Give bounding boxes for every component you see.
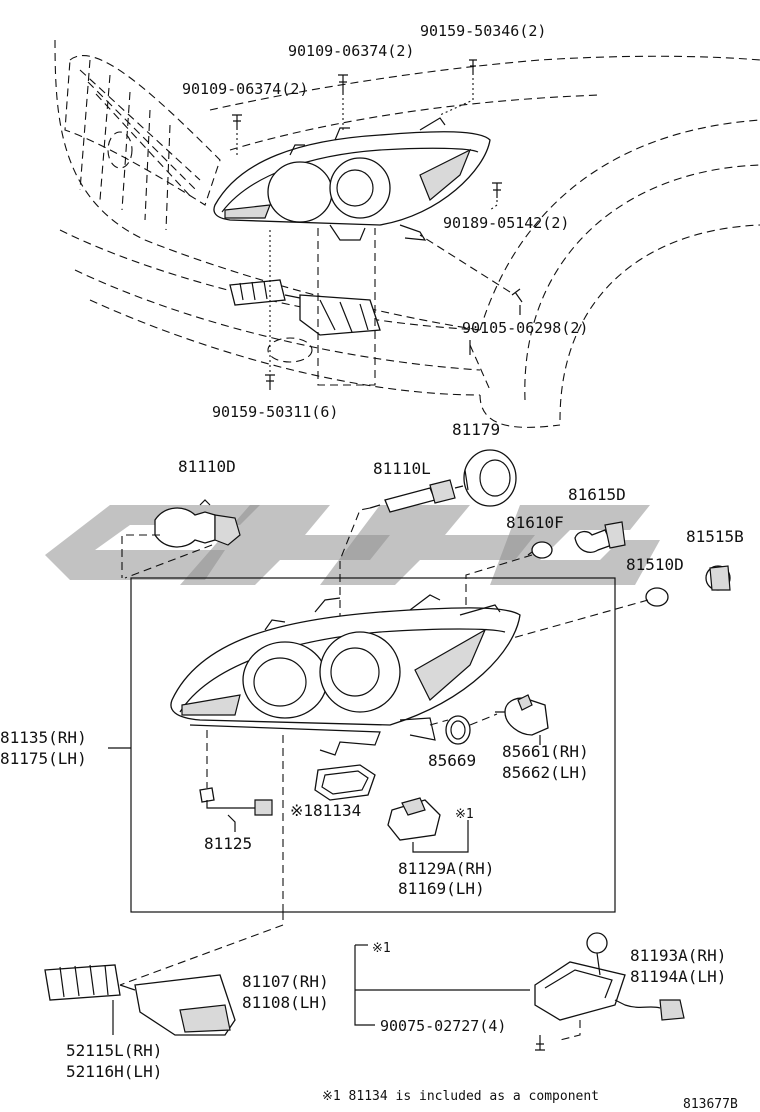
part-label-81179: 81179 xyxy=(452,420,500,439)
vehicle-front-outline xyxy=(54,39,760,428)
part-label-81169: 81169(LH) xyxy=(398,879,485,898)
part-label-81610F: 81610F xyxy=(506,513,564,532)
bolt-icon-90075 xyxy=(535,1035,545,1051)
bulb-81110L xyxy=(369,479,464,513)
sensor-81125 xyxy=(199,787,273,816)
ballast-81129A xyxy=(387,797,441,841)
part-label-81129A: 81129A(RH) xyxy=(398,859,494,878)
part-label-81515B: 81515B xyxy=(686,527,744,546)
part-label-81615D: 81615D xyxy=(568,485,626,504)
ballast-81193A xyxy=(534,932,685,1041)
part-label-81134: ※181134 xyxy=(290,801,361,820)
leader-box-to-connector xyxy=(119,912,284,986)
part-label-81108: 81108(LH) xyxy=(242,993,329,1012)
diagram-id: 813677B xyxy=(683,1097,738,1112)
bolt-label-90105-06298: 90105-06298(2) xyxy=(462,319,588,337)
part-label-81194A: 81194A(LH) xyxy=(630,967,726,986)
bolt-label-90109-06374-b: 90109-06374(2) xyxy=(182,80,308,98)
bulb-81610F xyxy=(527,541,553,559)
gasket-85669 xyxy=(445,715,471,745)
headlamp-installed xyxy=(213,117,491,241)
bolt-label-90109-06374-a: 90109-06374(2) xyxy=(288,42,414,60)
bulb-81110D xyxy=(154,499,241,548)
bolt-label-90159-50346: 90159-50346(2) xyxy=(420,22,546,40)
bolt-label-90189-05142: 90189-05142(2) xyxy=(443,214,569,232)
part-label-85661: 85661(RH) xyxy=(502,742,589,761)
part-label-52116H: 52116H(LH) xyxy=(66,1062,162,1081)
socket-81179 xyxy=(463,449,517,507)
socket-81515B xyxy=(705,565,731,591)
assembly-box xyxy=(130,577,616,913)
bolt-label-90159-50311: 90159-50311(6) xyxy=(212,403,338,421)
leader-81110D xyxy=(121,534,160,578)
connector-lower xyxy=(44,964,236,1036)
bolt-label-90075-02727: 90075-02727(4) xyxy=(380,1017,506,1035)
part-label-81175: 81175(LH) xyxy=(0,749,87,768)
footnote-mark-1b: ※1 xyxy=(372,941,391,956)
headlamp-assembly xyxy=(170,594,521,756)
part-label-81110D: 81110D xyxy=(178,457,236,476)
bulb-81615D xyxy=(574,521,626,553)
footnote-mark-1a: ※1 xyxy=(455,807,474,822)
part-label-81193A: 81193A(RH) xyxy=(630,946,726,965)
part-label-52115L: 52115L(RH) xyxy=(66,1041,162,1060)
part-label-85662: 85662(LH) xyxy=(502,763,589,782)
bulb-81510D xyxy=(645,587,669,607)
part-label-81107: 81107(RH) xyxy=(242,972,329,991)
part-label-81510D: 81510D xyxy=(626,555,684,574)
part-label-81110L: 81110L xyxy=(373,459,431,478)
part-label-81135: 81135(RH) xyxy=(0,728,87,747)
bolt-icons-upper xyxy=(232,59,523,390)
part-label-81125: 81125 xyxy=(204,834,252,853)
part-label-85669: 85669 xyxy=(428,751,476,770)
leader-lines-upper xyxy=(236,78,521,386)
motor-85661 xyxy=(495,694,549,745)
gasket-81134 xyxy=(314,764,376,801)
connector-upper xyxy=(229,279,381,336)
footnote-text: ※1 81134 is included as a component xyxy=(322,1089,599,1104)
leader-81110L xyxy=(339,507,371,660)
